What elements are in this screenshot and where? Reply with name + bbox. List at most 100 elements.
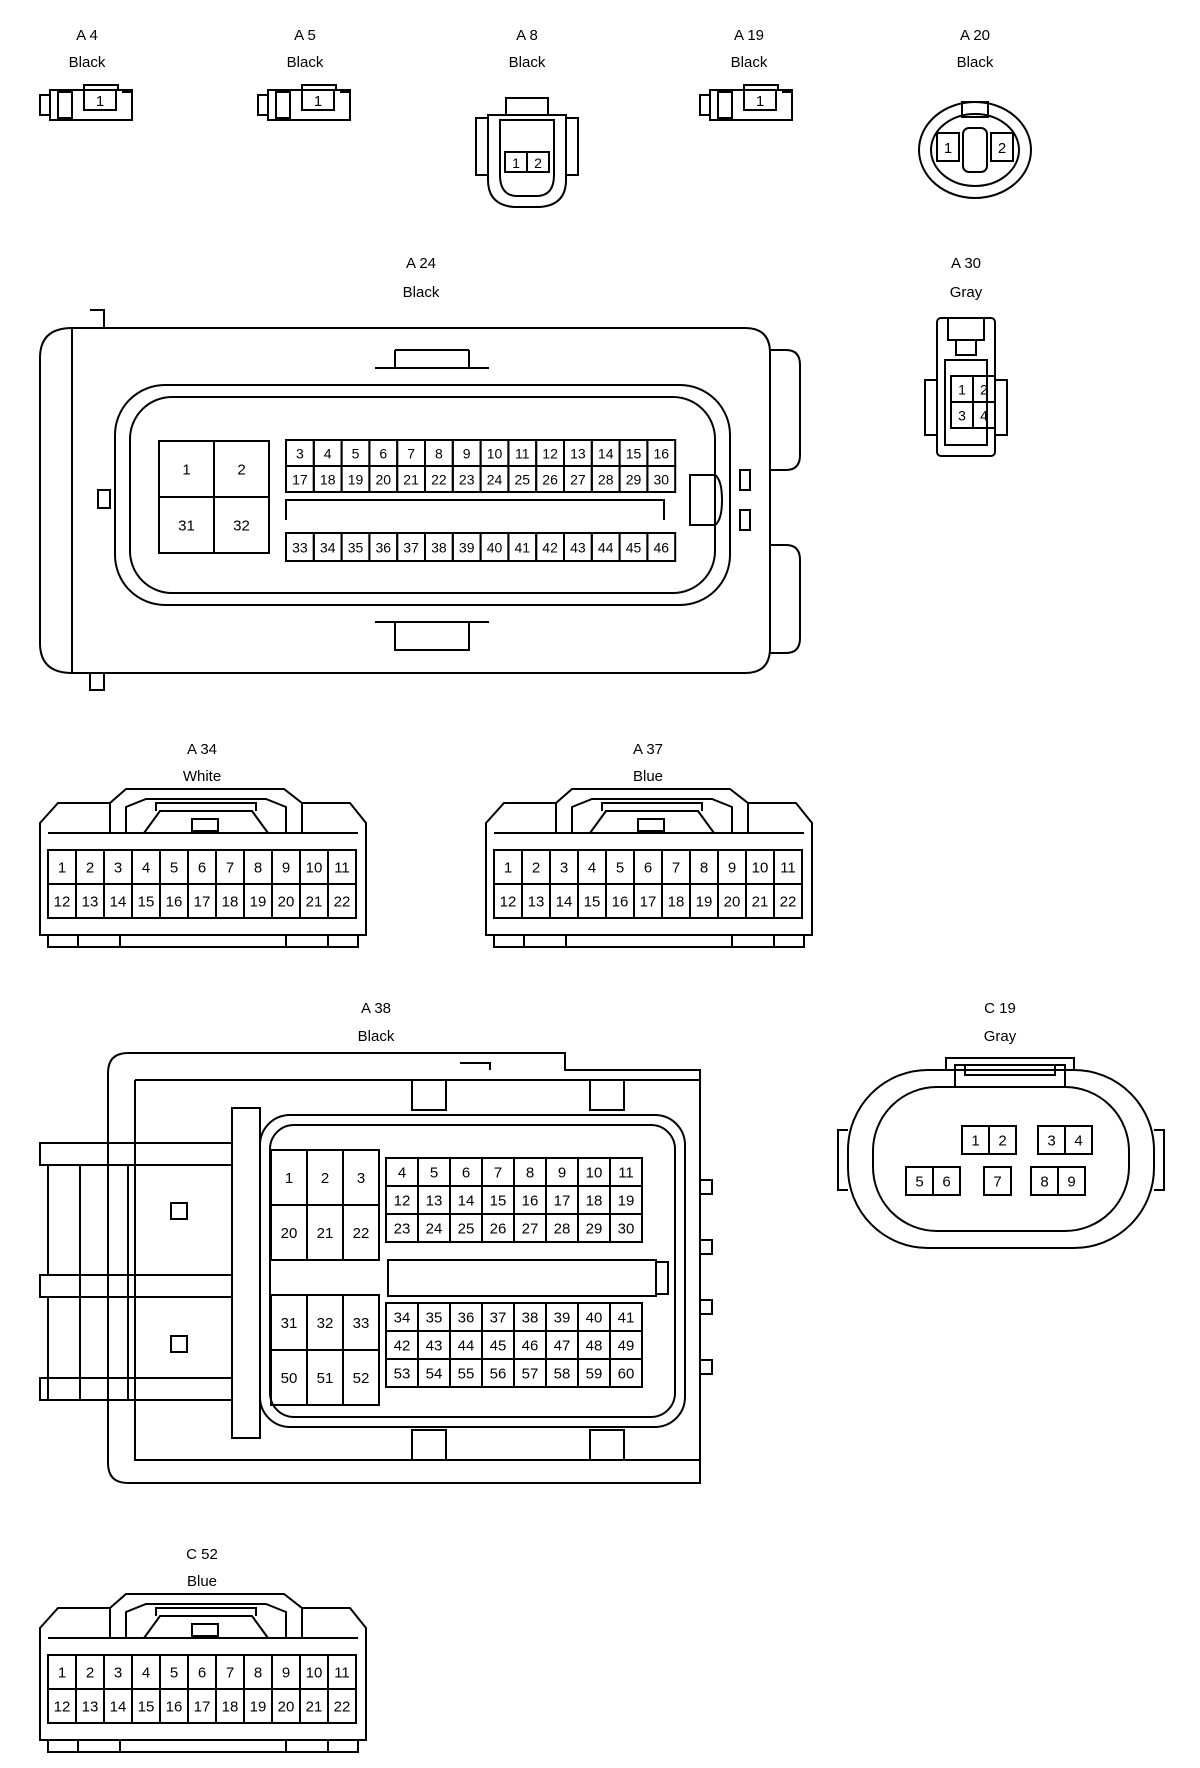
- pin-cell: 18: [215, 1688, 245, 1724]
- pin-cell: 3: [103, 849, 133, 885]
- pin-cell: 14: [549, 883, 579, 919]
- pin-label: 2: [980, 382, 988, 398]
- pin-cell: 13: [75, 883, 105, 919]
- pin-cell: 4: [1064, 1125, 1093, 1155]
- pin-cell: 2: [75, 849, 105, 885]
- pin-label: 56: [490, 1366, 507, 1383]
- pin-cell: 2: [972, 375, 996, 403]
- pin-label: 34: [320, 540, 336, 556]
- pin-label: 16: [522, 1193, 539, 1210]
- pin-label: 22: [353, 1225, 370, 1242]
- pin-cell: 5: [159, 1654, 189, 1690]
- pin-cell: 28: [545, 1213, 579, 1243]
- pin-cell: 22: [773, 883, 803, 919]
- connector-a20-pin: 2: [998, 140, 1006, 157]
- pin-cell: 2: [521, 849, 551, 885]
- pin-cell: 15: [131, 1688, 161, 1724]
- pin-cell: 17: [187, 1688, 217, 1724]
- pin-label: 8: [1040, 1174, 1048, 1191]
- pin-label: 8: [435, 446, 443, 462]
- pin-box: [646, 465, 677, 493]
- pin-label: 1: [504, 860, 512, 877]
- connector-a24-id: A 24: [406, 255, 436, 272]
- pin-cell: 19: [340, 465, 371, 493]
- pin-label: 8: [526, 1165, 534, 1182]
- pin-cell: 3: [950, 401, 974, 429]
- pin-cell: 26: [481, 1213, 515, 1243]
- pin-label: 26: [490, 1221, 507, 1238]
- pin-cell: 7: [215, 849, 245, 885]
- pin-label: 34: [394, 1310, 411, 1327]
- pin-label: 37: [403, 540, 419, 556]
- pin-label: 3: [114, 860, 122, 877]
- pin-cell: 30: [646, 465, 677, 493]
- pin-label: 25: [458, 1221, 475, 1238]
- pin-label: 1: [971, 1133, 979, 1150]
- connector-a8-pin: 1: [512, 155, 520, 171]
- pin-cell: 5: [340, 439, 371, 467]
- pin-label: 11: [515, 446, 530, 462]
- pin-cell: 7: [481, 1157, 515, 1187]
- pin-cell: 14: [103, 1688, 133, 1724]
- pin-label: 5: [170, 860, 178, 877]
- pin-label: 46: [522, 1338, 539, 1355]
- connector-a4: A 4 Black 1: [39, 27, 133, 121]
- pin-cell: 8: [243, 849, 273, 885]
- pin-label: 14: [110, 894, 127, 911]
- pin-cell: 1: [493, 849, 523, 885]
- pin-cell: 18: [577, 1185, 611, 1215]
- pin-cell: 8: [513, 1157, 547, 1187]
- pin-label: 38: [431, 540, 447, 556]
- pin-label: 44: [458, 1338, 475, 1355]
- pin-cell: 40: [577, 1302, 611, 1332]
- pin-cell: 21: [745, 883, 775, 919]
- pin-label: 9: [282, 1665, 290, 1682]
- pin-label: 12: [394, 1193, 411, 1210]
- pin-label: 33: [292, 540, 308, 556]
- pin-label: 14: [458, 1193, 475, 1210]
- pin-label: 1: [58, 1665, 66, 1682]
- pin-cell: 14: [590, 439, 621, 467]
- connector-c19-id: C 19: [984, 1000, 1016, 1017]
- pin-label: 10: [752, 860, 769, 877]
- pin-cell: 50: [270, 1349, 308, 1406]
- connector-a8-color: Black: [509, 54, 546, 71]
- pin-label: 2: [237, 462, 245, 479]
- pin-label: 6: [462, 1165, 470, 1182]
- pin-label: 2: [86, 1665, 94, 1682]
- pin-cell: 34: [312, 532, 343, 562]
- pin-cell: 20: [271, 883, 301, 919]
- pin-label: 19: [250, 894, 267, 911]
- pin-cell: 40: [479, 532, 510, 562]
- pin-cell: 21: [299, 883, 329, 919]
- pin-label: 32: [233, 518, 250, 535]
- pin-label: 17: [554, 1193, 571, 1210]
- pin-cell: 14: [449, 1185, 483, 1215]
- pin-label: 59: [586, 1366, 603, 1383]
- pin-cell: 20: [368, 465, 399, 493]
- pin-cell: 9: [451, 439, 482, 467]
- pin-cell: 13: [521, 883, 551, 919]
- pin-label: 22: [334, 1699, 351, 1716]
- pin-cell: 17: [187, 883, 217, 919]
- pin-label: 19: [348, 472, 364, 488]
- pin-label: 10: [487, 446, 503, 462]
- pin-label: 14: [598, 446, 614, 462]
- connector-a20-color: Black: [957, 54, 994, 71]
- pin-box: [773, 883, 803, 919]
- pin-cell: 5: [605, 849, 635, 885]
- pin-cell: 36: [368, 532, 399, 562]
- pin-cell: 20: [271, 1688, 301, 1724]
- pin-cell: 1: [47, 1654, 77, 1690]
- connector-a19-color: Black: [731, 54, 768, 71]
- pin-box: [609, 1358, 643, 1388]
- pin-cell: 29: [618, 465, 649, 493]
- pin-label: 7: [993, 1174, 1001, 1191]
- pin-label: 43: [570, 540, 586, 556]
- pin-label: 31: [178, 518, 195, 535]
- pin-cell: 3: [103, 1654, 133, 1690]
- pin-cell: 13: [417, 1185, 451, 1215]
- pin-cell: 22: [342, 1204, 380, 1261]
- pin-cell: 9: [717, 849, 747, 885]
- pin-cell: 52: [342, 1349, 380, 1406]
